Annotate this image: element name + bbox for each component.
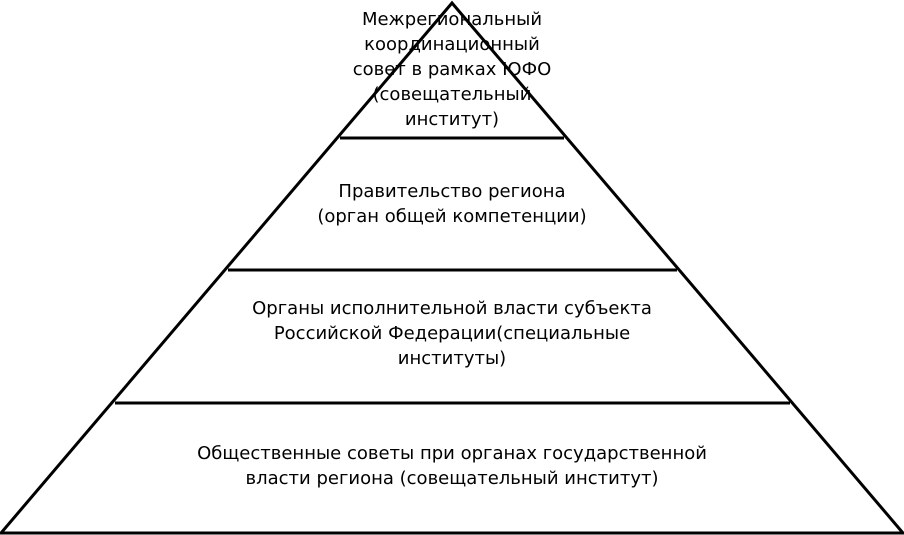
tier-4-public-councils-label: Общественные советы при органах государс… — [197, 443, 707, 489]
tier-1-interregional-council-label: Межрегиональный координационный совет в … — [352, 9, 552, 130]
tier-2-regional-government-label: Правительство региона (орган общей компе… — [317, 181, 587, 227]
tier-3-executive-bodies-label: Органы исполнительной власти субъекта Ро… — [252, 298, 652, 369]
